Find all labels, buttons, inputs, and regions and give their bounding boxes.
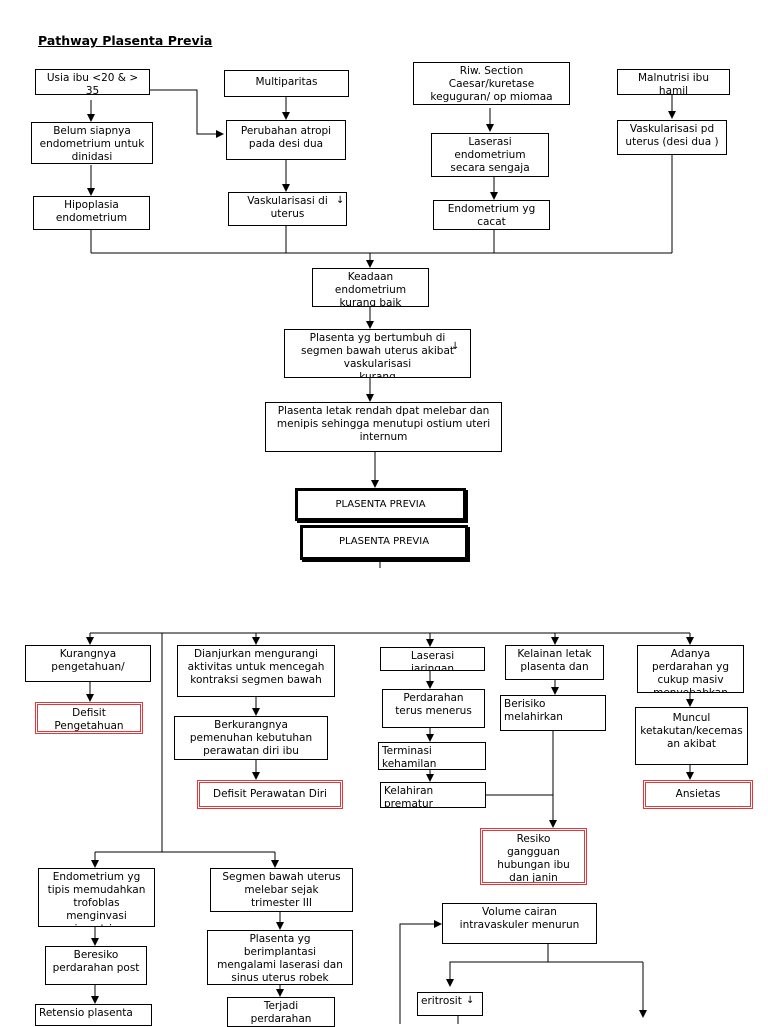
down-arrow-mark-icon: ↓: [466, 995, 475, 1006]
node-beresiko-perdarahan-post: Beresiko perdarahan post: [45, 946, 147, 985]
diagnosis-resiko-gangguan-hubungan: Resiko gangguan hubungan ibu dan janin: [480, 828, 587, 885]
node-plasenta-previa: PLASENTA PREVIA: [295, 488, 466, 521]
diagnosis-defisit-perawatan-diri: Defisit Perawatan Diri: [197, 780, 343, 809]
diagnosis-defisit-pengetahuan: Defisit Pengetahuan: [35, 702, 143, 734]
node-perdarahan-terus-menerus: Perdarahan terus menerus: [382, 689, 485, 728]
node-retensio-plasenta: Retensio plasenta: [35, 1004, 152, 1026]
node-riwayat-section-caesar: Riw. Section Caesar/kuretase keguguran/ …: [413, 62, 570, 105]
node-hipoplasia-endometrium: Hipoplasia endometrium: [33, 196, 150, 230]
down-arrow-mark-icon: ↓: [451, 341, 460, 352]
node-vaskularisasi-pd-uterus: Vaskularisasi pd uterus (desi dua ): [617, 120, 727, 155]
node-multiparitas: Multiparitas: [224, 70, 349, 97]
node-plasenta-berimplantasi: Plasenta yg berimplantasi mengalami lase…: [207, 930, 353, 985]
node-laserasi-jaringan: Laserasi jaringan: [380, 647, 485, 671]
node-muncul-ketakutan: Muncul ketakutan/kecemas an akibat: [635, 707, 748, 765]
node-plasenta-letak-rendah: Plasenta letak rendah dpat melebar dan m…: [265, 402, 502, 452]
node-usia-ibu: Usia ibu <20 & > 35: [35, 69, 150, 95]
node-plasenta-bertumbuh: Plasenta yg bertumbuh di segmen bawah ut…: [284, 329, 471, 378]
node-berkurangnya-pemenuhan: Berkurangnya pemenuhan kebutuhan perawat…: [174, 716, 328, 760]
node-terjadi-perdarahan: Terjadi perdarahan: [227, 997, 335, 1027]
node-endometrium-cacat: Endometrium yg cacat: [433, 200, 550, 230]
node-endometrium-tipis: Endometrium yg tipis memudahkan trofobla…: [38, 868, 155, 927]
node-kelahiran-prematur: Kelahiran prematur: [380, 782, 486, 808]
node-perubahan-atropi: Perubahan atropi pada desi dua: [226, 120, 346, 160]
node-berisiko-melahirkan: Berisiko melahirkan: [500, 695, 606, 731]
node-vaskularisasi-di-uterus: Vaskularisasi di uterus: [228, 192, 347, 226]
node-dianjurkan-mengurangi-aktivitas: Dianjurkan mengurangi aktivitas untuk me…: [177, 645, 335, 697]
node-belum-siapnya-endometrium: Belum siapnya endometrium untuk dinidasi: [31, 122, 153, 164]
node-laserasi-endometrium: Laserasi endometrium secara sengaja: [431, 133, 549, 177]
page-title: Pathway Plasenta Previa: [38, 33, 213, 48]
node-segmen-bawah-uterus: Segmen bawah uterus melebar sejak trimes…: [210, 868, 353, 912]
node-keadaan-endometrium: Keadaan endometrium kurang baik: [312, 268, 429, 307]
node-eritrosit: eritrosit: [417, 992, 483, 1016]
node-terminasi-kehamilan: Terminasi kehamilan: [378, 742, 486, 770]
node-kelainan-letak-plasenta: Kelainan letak plasenta dan: [505, 645, 604, 680]
node-malnutrisi: Malnutrisi ibu hamil: [617, 69, 730, 95]
node-kurangnya-pengetahuan: Kurangnya pengetahuan/: [25, 645, 151, 682]
node-adanya-perdarahan: Adanya perdarahan yg cukup masiv menyeba…: [637, 645, 744, 693]
down-arrow-mark-icon: ↓: [336, 195, 345, 206]
node-plasenta-previa-repeat: PLASENTA PREVIA: [300, 525, 468, 560]
diagnosis-ansietas: Ansietas: [643, 780, 753, 809]
node-volume-cairan-intravaskuler: Volume cairan intravaskuler menurun: [442, 903, 597, 944]
